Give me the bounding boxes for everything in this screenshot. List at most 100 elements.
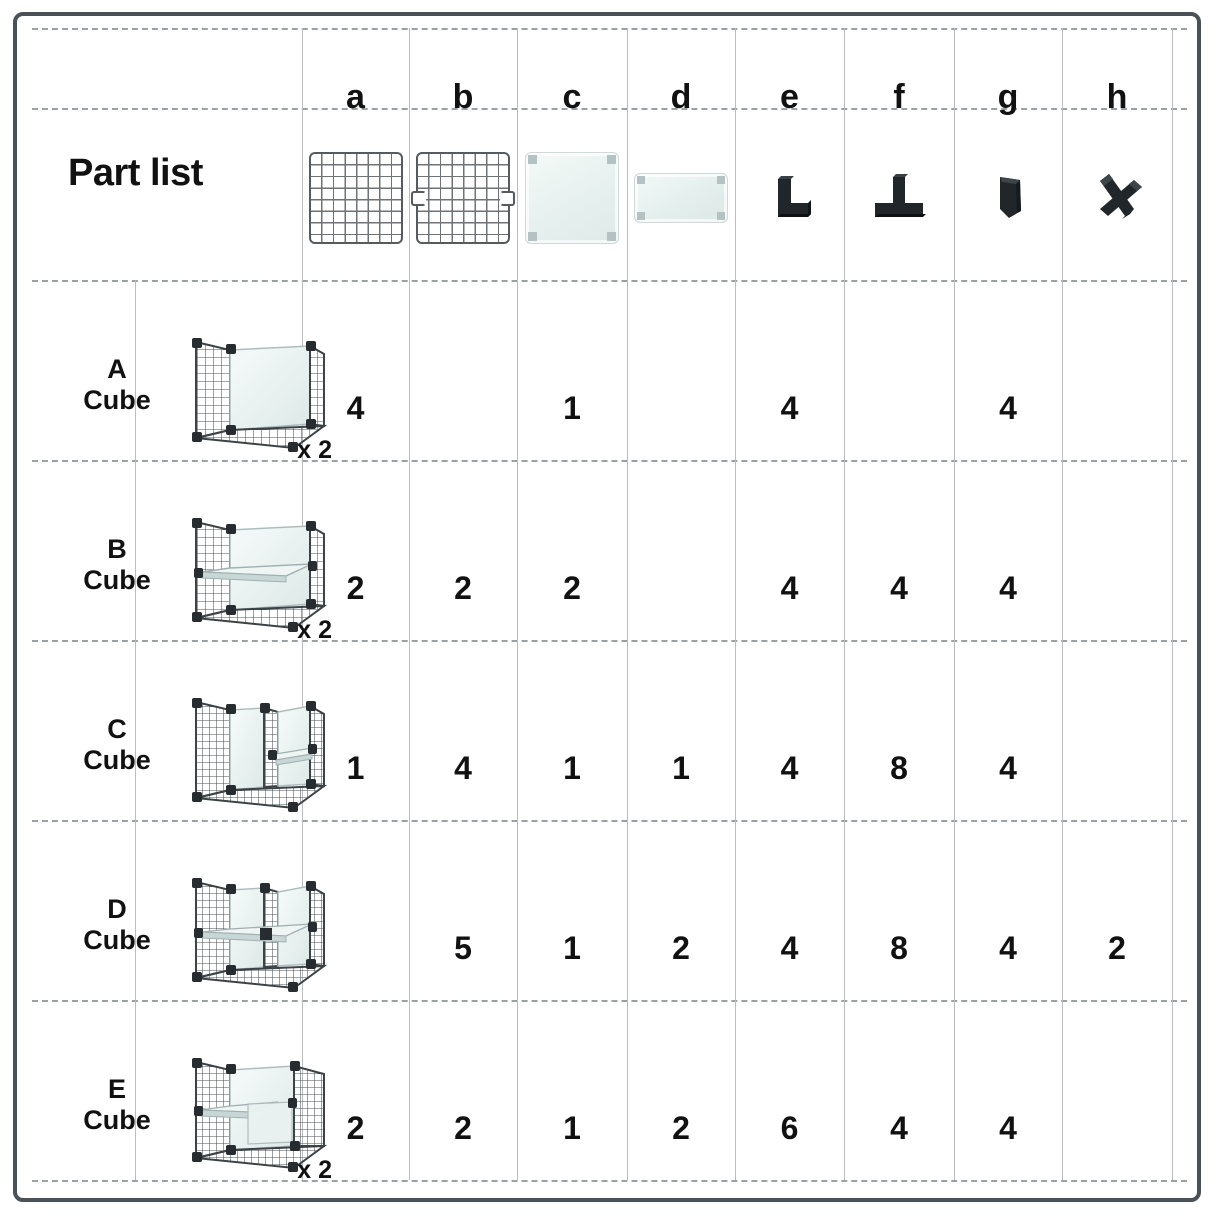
part-icon-cell-e — [735, 132, 844, 264]
row-multiplier-b: x 2 — [297, 616, 332, 644]
cell-e-e: 6 — [780, 1110, 799, 1146]
row-label-b: B Cube — [68, 534, 166, 596]
rule-bottom — [32, 1180, 1187, 1182]
cell-c-e: 4 — [780, 750, 799, 786]
cell-a-f — [844, 388, 954, 428]
row-image-e — [182, 1046, 332, 1176]
row-image-d — [182, 866, 332, 996]
cell-e-b: 2 — [454, 1110, 472, 1146]
row-multiplier-e: x 2 — [297, 1156, 332, 1184]
cell-d-f: 8 — [890, 930, 908, 966]
cube-c-divided-icon — [192, 698, 328, 812]
cube-b-one-shelf-icon — [192, 518, 328, 632]
cell-b-d — [627, 568, 735, 608]
vrule-label-image — [135, 280, 136, 1180]
cell-c-g: 4 — [999, 750, 1017, 786]
cell-e-c: 1 — [563, 1110, 581, 1146]
vrule-e-f — [844, 28, 845, 1180]
cell-a-a: 4 — [346, 390, 365, 426]
wire-grid-panel-plain-icon — [308, 152, 403, 244]
cell-e-f: 4 — [890, 1110, 908, 1146]
cell-d-c: 1 — [563, 930, 581, 966]
cell-e-d: 2 — [672, 1110, 690, 1146]
column-header-b: b — [452, 78, 474, 116]
column-header-a: a — [346, 78, 365, 116]
rule-under-icons — [32, 280, 1187, 282]
row-image-c — [182, 686, 332, 816]
row-label-e-line1: E — [107, 1074, 126, 1104]
row-label-b-line1: B — [107, 534, 127, 564]
cell-d-a — [302, 928, 409, 968]
rule-under-row-b — [32, 640, 1187, 642]
cell-c-f: 8 — [890, 750, 908, 786]
part-icon-cell-f — [844, 132, 954, 264]
vrule-col-end — [1172, 28, 1173, 1180]
vrule-d-e — [735, 28, 736, 1180]
cell-e-h — [1062, 1108, 1172, 1148]
cell-a-e: 4 — [780, 390, 799, 426]
row-label-e: E Cube — [68, 1074, 166, 1136]
l-corner-connector-icon — [777, 176, 811, 217]
cell-b-g: 4 — [999, 570, 1017, 606]
row-multiplier-a: x 2 — [297, 436, 332, 464]
column-header-d: d — [670, 78, 692, 116]
row-label-c: C Cube — [68, 714, 166, 776]
row-label-a-line2: Cube — [83, 385, 151, 416]
vrule-a-b — [409, 28, 410, 1180]
cell-c-c: 1 — [563, 750, 581, 786]
cube-e-half-shelf-icon — [192, 1058, 328, 1172]
cell-b-f: 4 — [890, 570, 908, 606]
part-list-table: Part list a b c d e f g h — [32, 28, 1187, 1188]
cell-a-h — [1062, 388, 1172, 428]
row-label-e-line2: Cube — [83, 1105, 151, 1136]
part-icon-cell-c — [517, 132, 627, 264]
row-label-d-line2: Cube — [83, 925, 151, 956]
cell-e-a: 2 — [346, 1110, 365, 1146]
cell-b-a: 2 — [346, 570, 365, 606]
vrule-b-c — [517, 28, 518, 1180]
cell-a-b — [409, 388, 517, 428]
rule-under-row-c — [32, 820, 1187, 822]
cell-d-b: 5 — [454, 930, 472, 966]
row-label-a-line1: A — [107, 354, 127, 384]
cell-a-c: 1 — [563, 390, 581, 426]
cell-c-d: 1 — [672, 750, 690, 786]
column-header-f: f — [893, 78, 905, 116]
cell-b-h — [1062, 568, 1172, 608]
square-glass-panel-icon — [525, 152, 619, 244]
cell-c-a: 1 — [346, 750, 365, 786]
row-image-a — [182, 326, 332, 456]
rule-under-letters — [32, 108, 1187, 110]
cell-c-h — [1062, 748, 1172, 788]
row-label-d-line1: D — [107, 894, 127, 924]
row-label-c-line2: Cube — [83, 745, 151, 776]
cell-d-e: 4 — [780, 930, 799, 966]
cell-a-d — [627, 388, 735, 428]
part-icon-cell-h — [1062, 132, 1172, 264]
cell-c-b: 4 — [454, 750, 472, 786]
column-header-h: h — [1106, 78, 1128, 116]
part-icon-cell-d — [627, 132, 735, 264]
row-label-c-line1: C — [107, 714, 127, 744]
part-icon-cell-a — [302, 132, 409, 264]
rectangular-glass-panel-icon — [634, 173, 728, 223]
cell-a-g: 4 — [999, 390, 1017, 426]
cube-d-quad-icon — [192, 878, 328, 992]
rule-top — [32, 28, 1187, 30]
cell-d-d: 2 — [672, 930, 690, 966]
t-connector-icon — [875, 174, 926, 217]
column-header-c: c — [562, 78, 582, 116]
wedge-clip-connector-icon — [1000, 177, 1021, 218]
column-header-g: g — [997, 78, 1019, 116]
wire-grid-panel-notched-icon — [411, 152, 515, 244]
cube-a-single-open-icon — [192, 338, 328, 452]
vrule-c-d — [627, 28, 628, 1180]
row-label-d: D Cube — [68, 894, 166, 956]
vrule-g-h — [1062, 28, 1063, 1180]
cell-d-g: 4 — [999, 930, 1017, 966]
page-title: Part list — [68, 152, 203, 194]
part-icon-cell-g — [954, 132, 1062, 264]
row-label-a: A Cube — [68, 354, 166, 416]
rule-under-row-a — [32, 460, 1187, 462]
part-icon-cell-b — [409, 132, 517, 264]
